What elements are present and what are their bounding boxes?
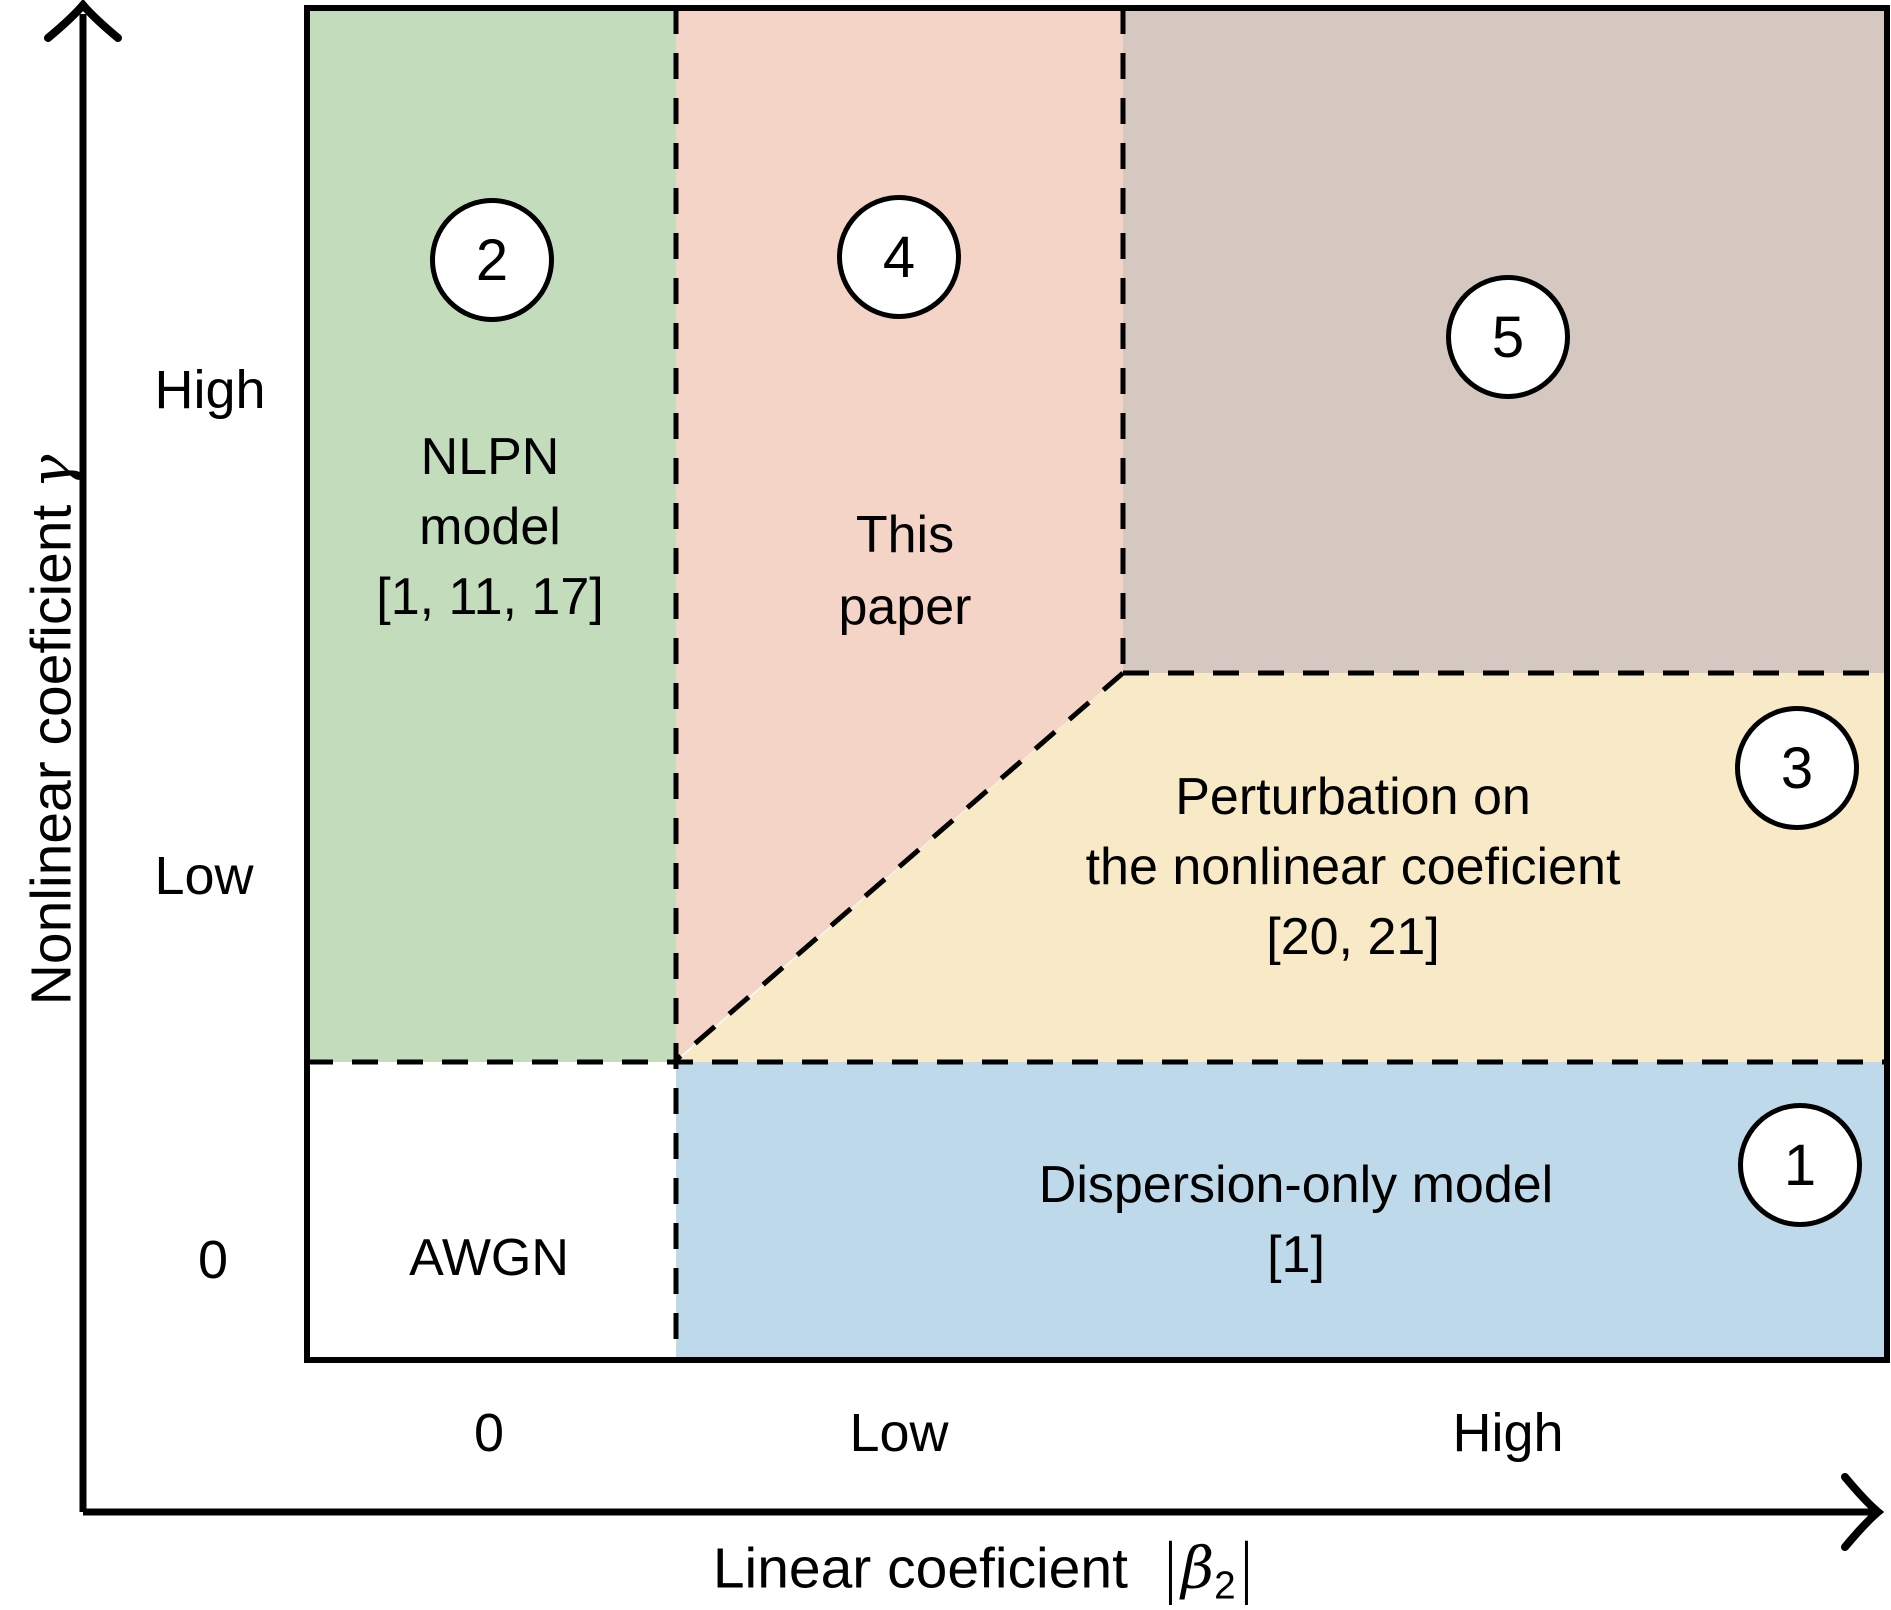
- x-tick-low: Low: [849, 1403, 949, 1463]
- y-tick-zero: 0: [197, 1230, 229, 1290]
- awgn-text: AWGN: [409, 1229, 569, 1287]
- this-paper-text-line2: paper: [838, 578, 972, 636]
- badge-5-label: 5: [1491, 304, 1525, 370]
- region-this-paper: [676, 8, 1123, 1060]
- this-paper-text-line1: This: [855, 506, 955, 564]
- region-dispersion-only: [676, 1062, 1887, 1360]
- nlpn-text-line1: NLPN: [420, 428, 560, 486]
- region-perturbation: [676, 673, 1887, 1062]
- y-axis-title: Nonlinear coeficient γ: [19, 455, 85, 1006]
- x-axis-arrowhead: [1841, 1473, 1885, 1551]
- y-tick-high: High: [154, 360, 266, 420]
- boundary-dashed-diagonal: [674, 671, 1125, 1062]
- badge-2: 2: [430, 198, 554, 322]
- perturbation-text-line3: [20, 21]: [1266, 908, 1440, 966]
- abs-bar-right: |: [1235, 1531, 1258, 1606]
- beta-symbol: β: [1181, 1535, 1215, 1602]
- y-tick-low: Low: [154, 846, 254, 906]
- x-tick-high: High: [1452, 1403, 1564, 1463]
- beta-subscript: 2: [1214, 1564, 1236, 1608]
- gamma-symbol: γ: [18, 454, 85, 489]
- badge-3-label: 3: [1780, 735, 1814, 801]
- y-axis-arrowhead: [44, 0, 122, 42]
- badge-2-label: 2: [475, 227, 509, 293]
- badge-4-label: 4: [882, 224, 916, 290]
- abs-bar-left: |: [1159, 1531, 1182, 1606]
- dispersion-text-line2: [1]: [1267, 1226, 1325, 1284]
- badge-1: 1: [1738, 1103, 1862, 1227]
- badge-1-label: 1: [1783, 1132, 1817, 1198]
- perturbation-text-line2: the nonlinear coeficient: [1085, 838, 1621, 896]
- x-axis-title-text: Linear coeficient: [712, 1536, 1128, 1601]
- dispersion-text-line1: Dispersion-only model: [1038, 1156, 1554, 1214]
- region-nlpn: [307, 8, 676, 1062]
- badge-4: 4: [837, 195, 961, 319]
- perturbation-text-line1: Perturbation on: [1175, 768, 1531, 826]
- nlpn-text-line3: [1, 11, 17]: [376, 568, 604, 626]
- x-axis-title: Linear coeficient |β2|: [712, 1535, 1257, 1608]
- y-axis-title-text: Nonlinear coeficient: [19, 504, 84, 1006]
- nlpn-text-line2: model: [419, 498, 561, 556]
- x-tick-zero: 0: [473, 1403, 505, 1463]
- plot-border: [304, 5, 1890, 1363]
- badge-3: 3: [1735, 706, 1859, 830]
- region-awgn: [307, 1062, 676, 1360]
- badge-5: 5: [1446, 275, 1570, 399]
